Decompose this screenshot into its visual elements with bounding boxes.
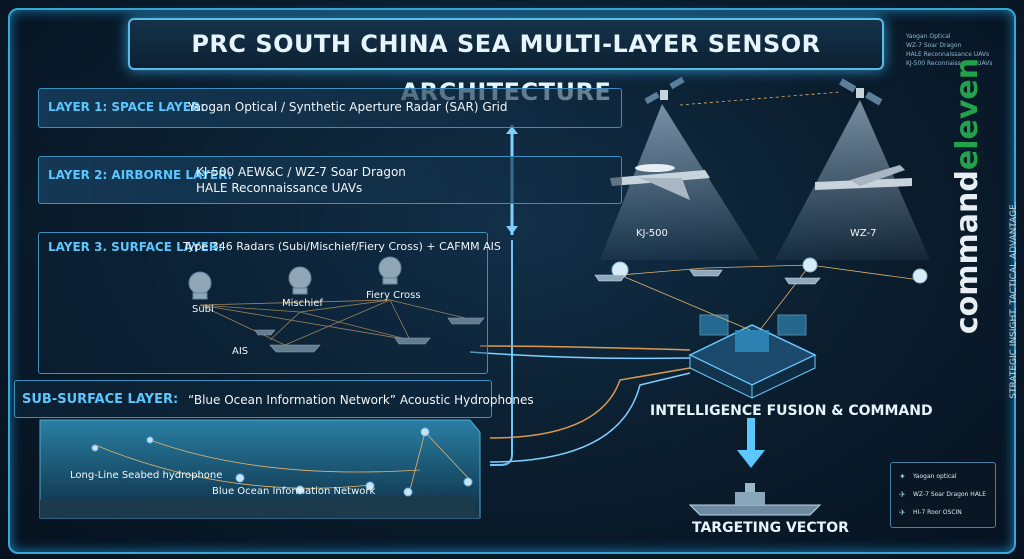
legend-box: ✦ Yaogan optical ✈ WZ-7 Soar Dragon HALE… [890, 462, 996, 528]
node-ais: AIS [232, 346, 249, 357]
surface-layer-desc: Type 346 Radars (Subi/Mischief/Fiery Cro… [183, 240, 501, 253]
legend-top-item: Yaogan Optical [906, 33, 951, 40]
legend-top-item: WZ-7 Soar Dragon [906, 42, 962, 49]
fusion-label: INTELLIGENCE FUSION & COMMAND [650, 403, 933, 419]
legend-top-item: HALE Reconnaissance UAVs [906, 51, 990, 58]
node-fiery-cross: Fiery Cross [366, 290, 421, 301]
airborne-layer-name: LAYER 2: AIRBORNE LAYER: [48, 168, 233, 182]
legend-item-2: WZ-7 Soar Dragon HALE [913, 491, 987, 498]
space-layer-bar [38, 88, 622, 128]
satellite-left [644, 76, 685, 105]
brand-part-1: command [950, 170, 985, 335]
node-mischief: Mischief [282, 298, 323, 309]
subsurface-layer-desc: “Blue Ocean Information Network” Acousti… [188, 393, 534, 407]
uav-icon: ✈ [899, 490, 906, 499]
airborne-layer-bar [38, 156, 622, 204]
satellite-right [839, 78, 883, 106]
legend-top: Yaogan Optical WZ-7 Soar Dragon HALE Rec… [906, 32, 1002, 82]
airborne-layer-desc-2: HALE Reconnaissance UAVs [196, 181, 363, 195]
subsurface-layer-name: SUB-SURFACE LAYER: [22, 392, 179, 407]
brand-part-2: eleven [950, 57, 985, 171]
kj500-aircraft [610, 164, 710, 200]
targeting-label: TARGETING VECTOR [692, 520, 849, 536]
brand-tagline-text: STRATEGIC INSIGHT. TACTICAL ADVANTAGE. [1009, 201, 1019, 399]
node-subi: Subi [192, 304, 214, 315]
aircraft-icon: ✈ [899, 508, 906, 517]
space-layer-desc: Yaogan Optical / Synthetic Aperture Rada… [188, 100, 508, 114]
title-box: PRC SOUTH CHINA SEA MULTI-LAYER SENSOR A… [128, 18, 884, 106]
legend-top-item: KJ-500 Reconnaissance UAVs [906, 60, 993, 67]
legend-item-3: HI-7 Roor OSCIN [913, 509, 962, 516]
destroyer-ship [688, 504, 822, 516]
subsurface-layer-bar [14, 380, 492, 418]
outer-frame [8, 8, 1016, 554]
node-wz7: WZ-7 [850, 228, 877, 239]
wz7-aircraft [815, 165, 912, 190]
satellite-icon: ✦ [899, 472, 906, 481]
legend-item-1: Yaogan optical [913, 473, 957, 480]
node-kj500: KJ-500 [636, 228, 668, 239]
surface-layer-bar [38, 232, 488, 374]
node-hydrophone: Long-Line Seabed hydrophone [70, 470, 223, 481]
surface-layer-name: LAYER 3. SURFACE LAYER: [48, 240, 223, 254]
node-network: Blue Ocean Information Network [212, 486, 376, 497]
airborne-layer-desc-1: KJ-500 AEW&C / WZ-7 Soar Dragon [196, 165, 406, 179]
space-layer-name: LAYER 1: SPACE LAYER: [48, 100, 205, 114]
